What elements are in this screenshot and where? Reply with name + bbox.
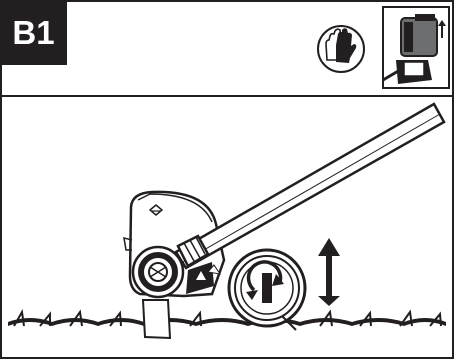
handle-shaft [176,104,444,268]
battery-install-icon [383,7,449,88]
vertical-double-arrow-icon [318,238,340,306]
gloves-icon [318,26,364,72]
blade-hub [133,247,183,297]
grass-line [8,312,446,327]
step-label: B1 [0,0,67,65]
blade [143,300,170,338]
